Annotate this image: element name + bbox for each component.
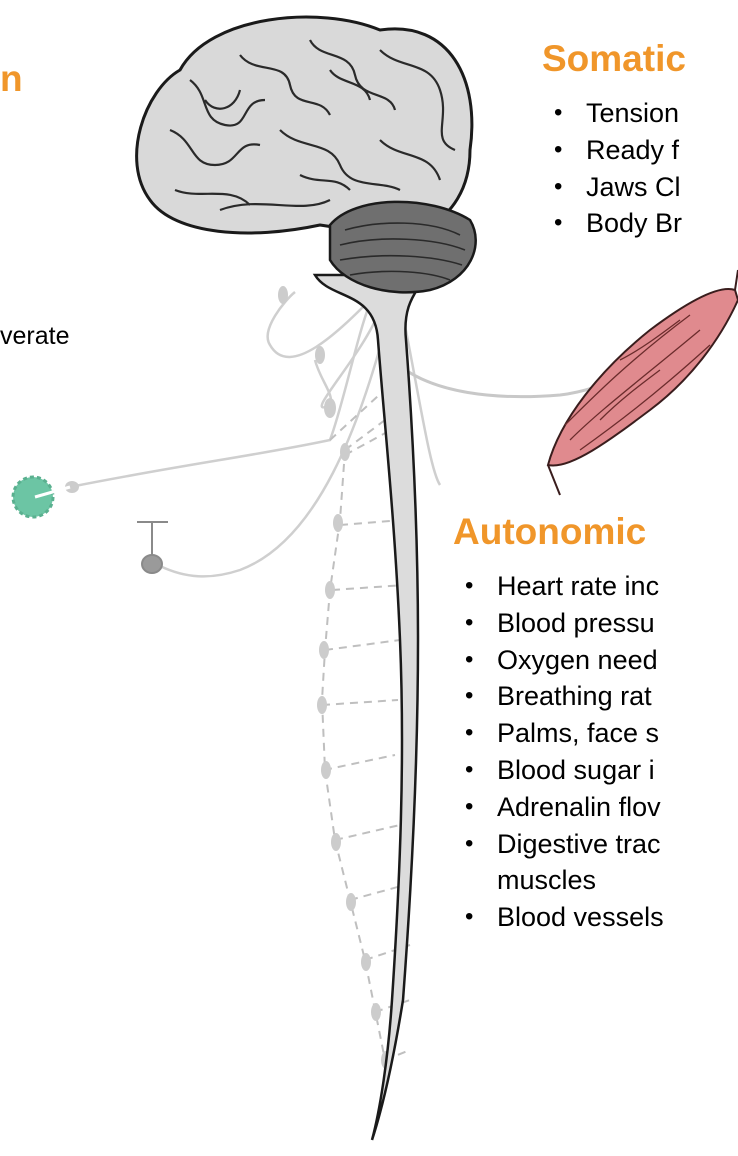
autonomic-item: Digestive trac muscles [461,826,677,900]
gland-icon [13,477,70,517]
autonomic-item: Breathing rat [461,678,677,715]
somatic-item: Jaws Cl [550,169,682,206]
muscle-icon [548,270,738,495]
autonomic-item: Adrenalin flov [461,789,677,826]
somatic-item: Ready f [550,132,682,169]
somatic-item: Body Br [550,205,682,242]
autonomic-item: Oxygen need [461,642,677,679]
somatic-list: Tension Ready f Jaws Cl Body Br [550,95,682,242]
autonomic-item: Blood vessels [461,899,677,936]
autonomic-item: Blood sugar i [461,752,677,789]
somatic-item: Tension [550,95,682,132]
brain-icon [137,17,476,292]
autonomic-item: Palms, face s [461,715,677,752]
autonomic-item: Blood pressu [461,605,677,642]
autonomic-list: Heart rate inc Blood pressu Oxygen need … [461,568,677,936]
autonomic-heading: Autonomic [453,513,646,550]
somatic-heading: Somatic [542,40,686,77]
autonomic-item: Heart rate inc [461,568,677,605]
small-organ-icon [137,522,168,573]
